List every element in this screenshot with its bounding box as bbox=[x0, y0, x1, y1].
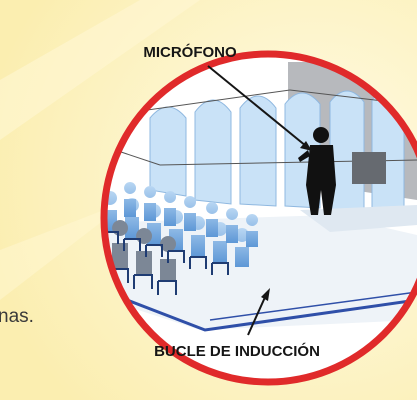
induction-loop-label: BUCLE DE INDUCCIÓN bbox=[154, 342, 320, 360]
speaker-figure bbox=[298, 127, 336, 215]
induction-loop-wire bbox=[104, 260, 417, 332]
microphone-arrow bbox=[207, 65, 312, 151]
frame-ring bbox=[100, 50, 417, 386]
cut-off-caption: nas. bbox=[0, 306, 34, 327]
induction-loop-arrow bbox=[247, 288, 270, 336]
microphone-label: MICRÓFONO bbox=[143, 43, 237, 61]
